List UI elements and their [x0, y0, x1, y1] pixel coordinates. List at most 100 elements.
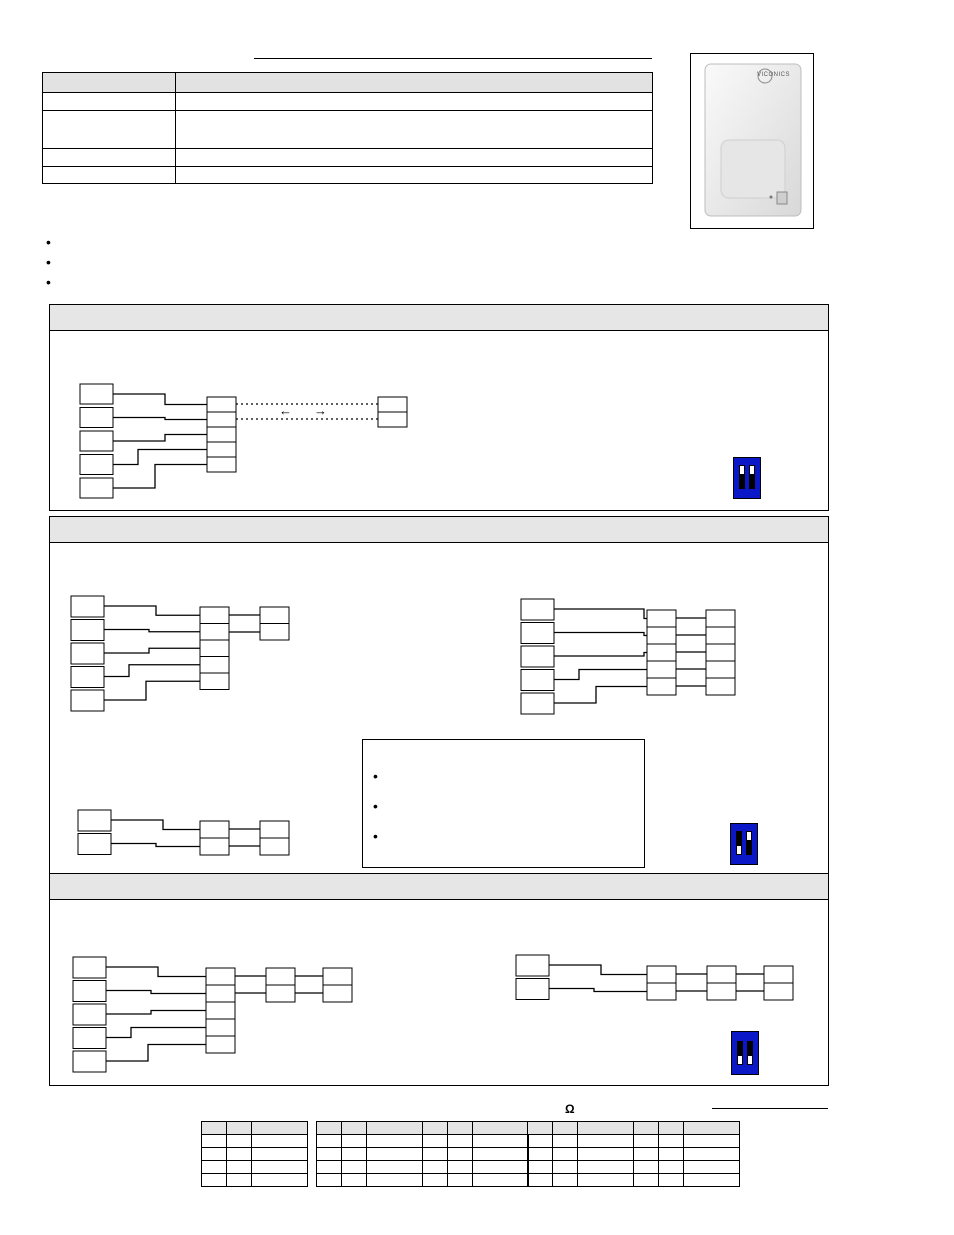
terminal-block: [646, 660, 677, 679]
wire: [554, 651, 647, 657]
product-brand-label: VICONICS: [757, 72, 791, 78]
table-cell: [366, 1121, 423, 1135]
table-cell: [633, 1160, 659, 1174]
table-cell: [226, 1134, 252, 1148]
table-cell: [251, 1147, 308, 1161]
terminal-block: [259, 623, 290, 641]
wire-label-box: [79, 477, 114, 499]
terminal-block: [199, 656, 230, 674]
terminal-block: [199, 672, 230, 690]
wire: [106, 966, 206, 978]
table-cell: [658, 1173, 684, 1187]
terminal-block: [705, 660, 736, 679]
table-cell: [341, 1173, 367, 1187]
table-cell: [422, 1121, 448, 1135]
terminal-block: [206, 411, 237, 428]
table-cell: [472, 1173, 529, 1187]
terminal-block: [763, 965, 794, 984]
resistance-table: [633, 1121, 740, 1187]
terminal-block: [705, 609, 736, 628]
wire: [104, 680, 200, 701]
list-item: [40, 232, 60, 252]
table-cell: [422, 1173, 448, 1187]
wire-label-box: [72, 956, 107, 979]
table-row: [633, 1121, 740, 1135]
wire: [549, 987, 647, 993]
table-cell: [341, 1121, 367, 1135]
spec-cell-label: [42, 72, 176, 93]
dip-switch-icon: [730, 823, 758, 865]
table-cell: [316, 1147, 342, 1161]
table-cell: [201, 1173, 227, 1187]
table-cell: [226, 1160, 252, 1174]
wire: [113, 463, 207, 489]
table-cell: [577, 1121, 634, 1135]
wire-label-box: [520, 645, 555, 668]
table-row: [201, 1134, 308, 1148]
wire-label-box: [70, 666, 105, 688]
terminal-block: [646, 982, 677, 1001]
table-cell: [366, 1173, 423, 1187]
table-cell: [226, 1147, 252, 1161]
terminal-block: [259, 820, 290, 839]
wire: [106, 989, 206, 995]
wire: [104, 605, 200, 616]
wire: [106, 1043, 206, 1062]
terminal-block: [199, 820, 230, 839]
table-cell: [527, 1160, 553, 1174]
terminal-block: [199, 606, 230, 624]
spec-cell-value: [175, 166, 653, 184]
section-title: [50, 517, 828, 543]
terminal-block: [646, 626, 677, 645]
table-cell: [472, 1121, 529, 1135]
terminal-block: [199, 623, 230, 641]
wire: [113, 448, 207, 466]
table-cell: [633, 1134, 659, 1148]
resistance-table: [422, 1121, 529, 1187]
wire-label-box: [72, 1003, 107, 1026]
table-row: [527, 1147, 634, 1161]
table-cell: [527, 1147, 553, 1161]
table-cell: [447, 1134, 473, 1148]
wire-label-box: [79, 383, 114, 405]
title-underline: [254, 58, 652, 59]
table-cell: [251, 1121, 308, 1135]
table-row: [633, 1147, 740, 1161]
table-row: [316, 1173, 423, 1187]
wire-label-box: [77, 833, 112, 855]
ohm-symbol: Ω: [565, 1102, 575, 1116]
terminal-block: [206, 426, 237, 443]
table-cell: [447, 1173, 473, 1187]
wire-label-box: [520, 692, 555, 715]
terminal-block: [705, 626, 736, 645]
table-cell: [447, 1147, 473, 1161]
table-cell: [341, 1160, 367, 1174]
table-cell: [633, 1147, 659, 1161]
table-row: [201, 1147, 308, 1161]
wire: [554, 668, 647, 681]
terminal-block: [705, 677, 736, 696]
table-row: [633, 1160, 740, 1174]
wire: [113, 416, 207, 421]
list-item: [373, 798, 389, 828]
table-cell: [201, 1160, 227, 1174]
wire: [104, 628, 200, 633]
table-cell: [366, 1134, 423, 1148]
terminal-block: [377, 411, 408, 428]
table-cell: [683, 1121, 740, 1135]
table-cell: [552, 1160, 578, 1174]
terminal-block: [205, 967, 236, 986]
terminal-block: [205, 1018, 236, 1037]
terminal-block: [206, 396, 237, 413]
bottom-underline: [712, 1108, 828, 1109]
terminal-block: [322, 984, 353, 1003]
table-cell: [683, 1173, 740, 1187]
table-row: [316, 1160, 423, 1174]
dip-switch-icon: [731, 1031, 759, 1075]
table-cell: [341, 1147, 367, 1161]
wire-label-box: [70, 595, 105, 618]
terminal-block: [205, 1035, 236, 1054]
table-cell: [552, 1173, 578, 1187]
table-row: [527, 1173, 634, 1187]
